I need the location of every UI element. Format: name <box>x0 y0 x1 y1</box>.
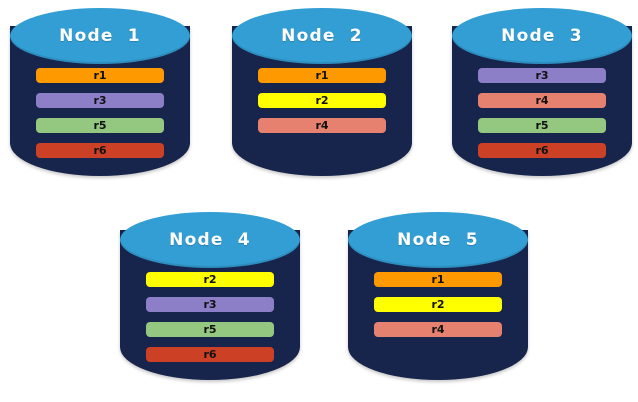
cylinder-top-icon <box>232 8 412 64</box>
node-label: Node 4 <box>169 230 251 250</box>
replica-list: r1 r3 r5 r6 <box>36 68 164 158</box>
cylinder-top-icon <box>452 8 632 64</box>
replica-bar-r3[interactable]: r3 <box>478 68 606 83</box>
node-label: Node 1 <box>59 26 141 46</box>
replica-bar-r4[interactable]: r4 <box>478 93 606 108</box>
replica-list: r1 r2 r4 <box>258 68 386 133</box>
replica-bar-r2[interactable]: r2 <box>146 272 274 287</box>
database-node-3[interactable]: Node 3 r3 r4 r5 r6 <box>452 8 632 183</box>
cylinder-top-icon <box>348 212 528 268</box>
replica-bar-r4[interactable]: r4 <box>258 118 386 133</box>
replica-list: r1 r2 r4 <box>374 272 502 337</box>
replica-bar-r1[interactable]: r1 <box>258 68 386 83</box>
replica-bar-r1[interactable]: r1 <box>36 68 164 83</box>
node-label: Node 2 <box>281 26 363 46</box>
replica-list: r3 r4 r5 r6 <box>478 68 606 158</box>
database-node-4[interactable]: Node 4 r2 r3 r5 r6 <box>120 212 300 387</box>
replica-bar-r6[interactable]: r6 <box>146 347 274 362</box>
replica-bar-r3[interactable]: r3 <box>146 297 274 312</box>
replica-bar-r2[interactable]: r2 <box>374 297 502 312</box>
replica-bar-r5[interactable]: r5 <box>36 118 164 133</box>
database-node-2[interactable]: Node 2 r1 r2 r4 <box>232 8 412 183</box>
replica-bar-r1[interactable]: r1 <box>374 272 502 287</box>
node-label: Node 3 <box>501 26 583 46</box>
node-label: Node 5 <box>397 230 479 250</box>
replica-bar-r5[interactable]: r5 <box>146 322 274 337</box>
replica-bar-r6[interactable]: r6 <box>478 143 606 158</box>
replica-bar-r3[interactable]: r3 <box>36 93 164 108</box>
database-node-1[interactable]: Node 1 r1 r3 r5 r6 <box>10 8 190 183</box>
replica-bar-r5[interactable]: r5 <box>478 118 606 133</box>
replica-bar-r2[interactable]: r2 <box>258 93 386 108</box>
replica-list: r2 r3 r5 r6 <box>146 272 274 362</box>
replica-bar-r6[interactable]: r6 <box>36 143 164 158</box>
database-node-5[interactable]: Node 5 r1 r2 r4 <box>348 212 528 387</box>
cylinder-top-icon <box>10 8 190 64</box>
cylinder-top-icon <box>120 212 300 268</box>
replica-bar-r4[interactable]: r4 <box>374 322 502 337</box>
